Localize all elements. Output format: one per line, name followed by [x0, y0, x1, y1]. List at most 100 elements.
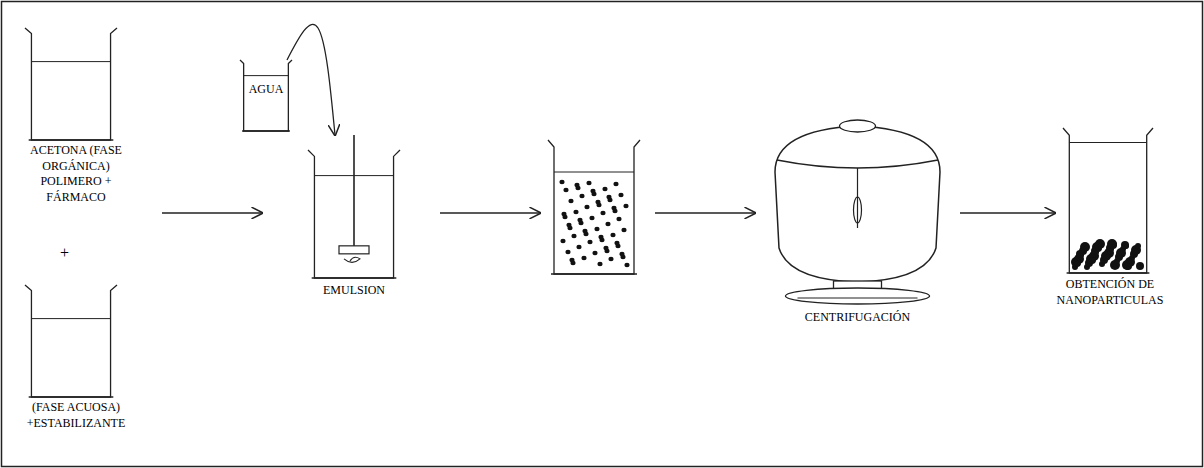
particle-dot — [619, 252, 624, 256]
beaker-step: OBTENCIÓN DE NANOPARTICULAS — [1055, 125, 1165, 335]
particle-dot — [573, 210, 578, 214]
particle-dot — [623, 204, 628, 208]
beaker-outline — [1063, 128, 1153, 273]
particle-dot — [586, 181, 591, 185]
particle-dot — [574, 183, 579, 187]
plus-sign: + — [60, 244, 69, 262]
label-area: (FASE ACUOSA) +ESTABILIZANTE — [16, 400, 136, 431]
particle-dot — [605, 222, 610, 226]
final-illustration — [1063, 128, 1153, 273]
particle-dot — [600, 211, 605, 215]
beaker-base — [312, 277, 397, 278]
particle-dot — [579, 194, 584, 198]
particle-dot — [589, 216, 594, 220]
nanoparticle — [1121, 241, 1129, 249]
beaker-step: (FASE ACUOSA) +ESTABILIZANTE — [5, 282, 162, 462]
particle-dot — [610, 233, 615, 237]
particle-dot — [587, 240, 592, 244]
flow-arrow — [440, 212, 540, 213]
beaker-illustration — [25, 28, 117, 140]
centrifuge-step: CENTRIFUGACIÓN — [765, 110, 960, 335]
emulsion-illustration — [308, 135, 400, 278]
particle-dot — [565, 250, 570, 254]
particle-dot — [559, 180, 564, 184]
particle-dots — [559, 180, 629, 267]
particle-dot — [582, 229, 587, 233]
stirrer-swirl — [344, 257, 360, 262]
stirrer-blade — [339, 246, 369, 254]
beaker-base — [29, 396, 114, 397]
particle-dot — [598, 235, 603, 239]
label-area: CENTRIFUGACIÓN — [765, 310, 950, 326]
flow-arrow — [162, 212, 262, 213]
liquid-level — [31, 61, 110, 62]
base-rim — [798, 298, 918, 299]
particle-dot — [614, 241, 619, 245]
particle-dot — [613, 182, 618, 186]
particle-dot — [560, 239, 565, 243]
particle-dot — [606, 195, 611, 199]
particle-dot — [602, 187, 607, 191]
liquid-level — [1069, 142, 1146, 143]
particle-dot — [624, 263, 629, 267]
nanoparticle — [1136, 262, 1144, 270]
lid-line — [857, 168, 858, 228]
particle-dot — [571, 234, 576, 238]
particle-dot — [584, 205, 589, 209]
particle-dot — [577, 218, 582, 222]
particle-dot — [561, 212, 566, 216]
shape-outline — [5, 282, 162, 462]
suspension-beaker — [548, 140, 640, 274]
shape-outline — [765, 110, 960, 335]
particle-dot — [611, 206, 616, 210]
particle-dot — [563, 188, 568, 192]
beaker-outline — [548, 140, 640, 274]
step-label: CENTRIFUGACIÓN — [765, 310, 950, 326]
flow-arrow — [287, 24, 335, 135]
beaker-step: AGUA — [236, 58, 296, 133]
liquid-level — [31, 318, 110, 319]
beaker-base — [242, 130, 290, 131]
step-label: (FASE ACUOSA) +ESTABILIZANTE — [16, 400, 136, 431]
beaker-outline — [25, 28, 117, 140]
nanoparticle — [1076, 250, 1084, 258]
label-area: OBTENCIÓN DE NANOPARTICULAS — [1045, 277, 1175, 308]
nanoparticle — [1111, 261, 1117, 267]
beaker-outline — [25, 285, 117, 397]
nanoparticle — [1135, 243, 1141, 249]
label-area: ACETONA (FASE ORGÁNICA) POLIMERO + FÁRMA… — [16, 143, 136, 205]
liquid-level — [244, 75, 289, 76]
liquid-level — [554, 172, 634, 173]
particle-dot — [618, 193, 623, 197]
particle-dot — [576, 245, 581, 249]
nanoparticle — [1126, 258, 1132, 264]
label-area: EMULSION — [302, 283, 406, 299]
step-label: OBTENCIÓN DE NANOPARTICULAS — [1045, 277, 1175, 308]
beaker-step: EMULSION — [262, 135, 410, 310]
centrifuge-illustration — [775, 120, 940, 304]
centrifuge-body — [775, 126, 940, 282]
label-area: AGUA — [236, 82, 296, 98]
stirrer-rod — [353, 135, 355, 250]
particle-dot — [594, 227, 599, 231]
centrifuge-base — [786, 288, 930, 304]
step-label: ACETONA (FASE ORGÁNICA) POLIMERO + FÁRMA… — [16, 143, 136, 205]
tube-indicator — [854, 197, 862, 223]
flow-arrow — [655, 212, 755, 213]
lid-knob — [840, 120, 876, 132]
centrifuge-lid-seam — [777, 160, 938, 168]
nanoparticle — [1092, 242, 1102, 252]
step-label: EMULSION — [302, 283, 406, 299]
particle-dot — [608, 257, 613, 261]
particle-dot — [603, 246, 608, 250]
particle-dot — [581, 256, 586, 260]
particle-dot — [597, 262, 602, 266]
step-label: AGUA — [236, 82, 296, 98]
particle-dot — [592, 251, 597, 255]
beaker-step: ACETONA (FASE ORGÁNICA) POLIMERO + FÁRMA… — [5, 25, 162, 225]
nanoparticle — [1107, 239, 1117, 249]
